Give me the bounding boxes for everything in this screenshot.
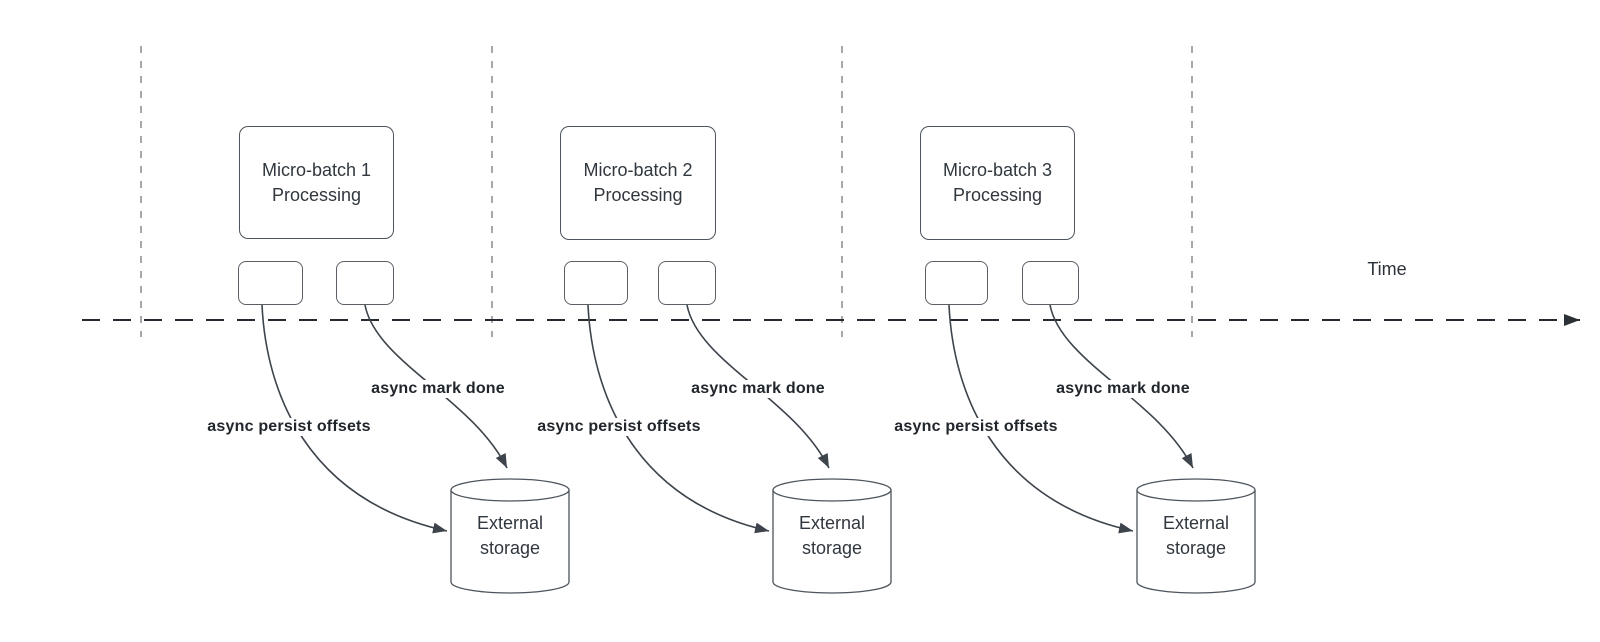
b3-persist-offsets-arrow [948, 304, 1134, 534]
micro-batch-3-title-line1: Micro-batch 3 [942, 160, 1053, 180]
b2-persist-offsets-task-box [564, 261, 628, 305]
b2-storage-label: External storage [773, 511, 891, 561]
b3-persist-offsets-label: async persist offsets [891, 418, 1061, 436]
b2-persist-offsets-arrow [587, 304, 770, 534]
micro-batch-1-title-line2: Processing [271, 184, 362, 205]
b1-storage-label: External storage [451, 511, 569, 561]
b1-storage-label-line1: External [476, 513, 544, 533]
b2-mark-done-label: async mark done [688, 380, 828, 398]
micro-batch-3-box: Micro-batch 3 Processing [920, 126, 1075, 240]
micro-batch-2-box: Micro-batch 2 Processing [560, 126, 716, 240]
b1-mark-done-task-box [336, 261, 394, 305]
b3-storage-label-line2: storage [1165, 538, 1227, 558]
b3-storage-label: External storage [1137, 511, 1255, 561]
micro-batch-1-title-line1: Micro-batch 1 [261, 159, 372, 180]
b3-storage-cylinder-body [1136, 490, 1256, 594]
b3-storage-cylinder-top [1136, 478, 1256, 502]
b2-storage-cylinder-body [772, 490, 892, 594]
b3-mark-done-label: async mark done [1053, 380, 1193, 398]
b2-mark-done-task-box [658, 261, 716, 305]
b3-persist-offsets-task-box [925, 261, 988, 305]
micro-batch-2-title-line2: Processing [593, 185, 683, 205]
b1-storage-cylinder [450, 478, 570, 594]
micro-batch-3-title: Micro-batch 3 Processing [943, 158, 1052, 208]
micro-batch-2-title-line1: Micro-batch 2 [583, 160, 693, 180]
micro-batch-1-box: Micro-batch 1 Processing [239, 126, 394, 239]
micro-batch-2-title: Micro-batch 2 Processing [583, 158, 692, 208]
b1-storage-label-line2: storage [479, 538, 541, 558]
b3-storage-cylinder [1136, 478, 1256, 594]
b2-storage-cylinder [772, 478, 892, 594]
micro-batch-1-title: Micro-batch 1 Processing [262, 158, 371, 208]
b2-storage-label-line2: storage [801, 538, 863, 558]
b2-storage-cylinder-top [772, 478, 892, 502]
time-axis-label: Time [1367, 259, 1407, 279]
micro-batch-3-title-line2: Processing [952, 185, 1043, 205]
b3-storage-label-line1: External [1162, 513, 1230, 533]
b1-mark-done-label: async mark done [368, 380, 508, 398]
b3-mark-done-task-box [1022, 261, 1079, 305]
b1-persist-offsets-task-box [238, 261, 303, 305]
b2-storage-label-line1: External [798, 513, 866, 533]
b1-storage-cylinder-top [450, 478, 570, 502]
b2-persist-offsets-label: async persist offsets [534, 418, 704, 436]
b1-persist-offsets-arrow [261, 304, 448, 534]
b1-storage-cylinder-body [450, 490, 570, 594]
b1-persist-offsets-label: async persist offsets [204, 418, 374, 436]
